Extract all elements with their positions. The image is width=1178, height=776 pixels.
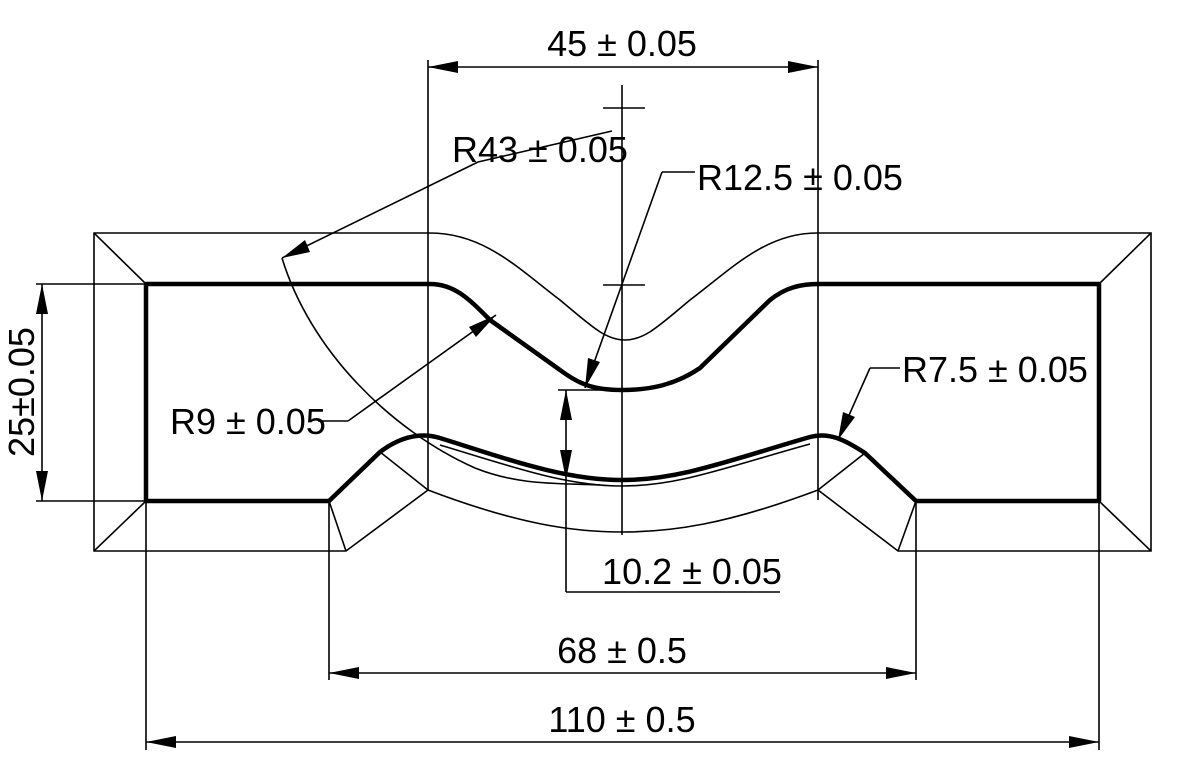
dim-depth-label: 10.2 ± 0.05 xyxy=(602,551,782,592)
dim-center-radius: R12.5 ± 0.05 xyxy=(584,157,903,389)
dim-right-radius: R7.5 ± 0.05 xyxy=(837,349,1088,441)
center-line xyxy=(603,85,645,535)
dim-inner-width-label: 68 ± 0.5 xyxy=(557,630,687,671)
dim-left-radius: R9 ± 0.05 xyxy=(170,314,497,442)
dim-height: 25±0.05 xyxy=(1,283,146,502)
dim-right-radius-label: R7.5 ± 0.05 xyxy=(902,349,1088,390)
dim-left-radius-label: R9 ± 0.05 xyxy=(170,401,326,442)
dim-height-label: 25±0.05 xyxy=(1,327,42,457)
inner-profile xyxy=(143,257,1102,504)
dim-large-radius: R43 ± 0.05 xyxy=(281,129,628,259)
dim-large-radius-label: R43 ± 0.05 xyxy=(452,129,628,170)
dim-depth: 10.2 ± 0.05 xyxy=(558,389,782,593)
dim-inner-width: 68 ± 0.5 xyxy=(328,501,917,680)
chamfer-lines xyxy=(93,232,1152,552)
dim-top-width-label: 45 ± 0.05 xyxy=(547,23,697,64)
dim-overall-width: 110 ± 0.5 xyxy=(145,501,1100,750)
dim-overall-width-label: 110 ± 0.5 xyxy=(548,699,695,740)
dim-center-radius-label: R12.5 ± 0.05 xyxy=(697,157,903,198)
dim-top-width: 45 ± 0.05 xyxy=(427,23,819,500)
